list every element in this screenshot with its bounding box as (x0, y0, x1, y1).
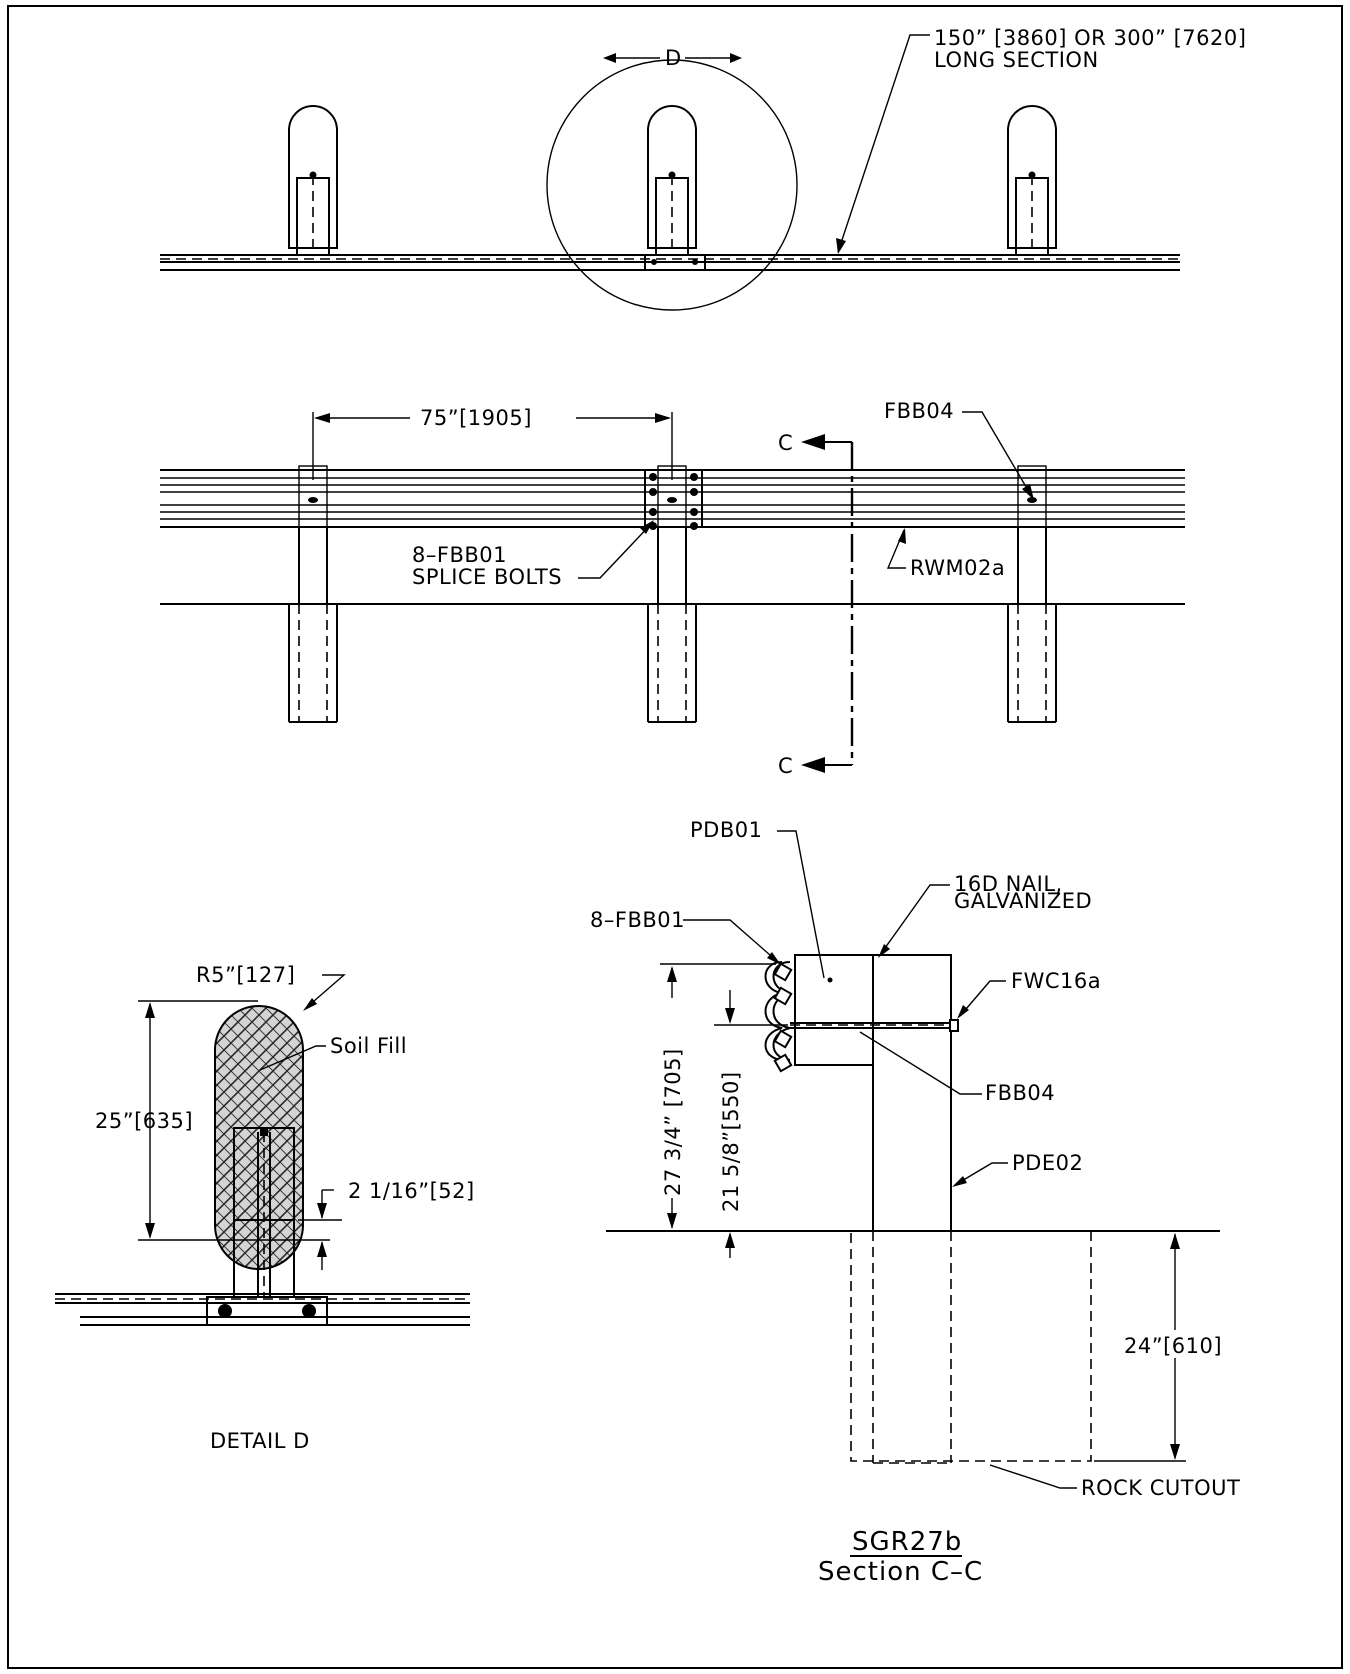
detail-d: 25”[635] R5”[127] Soil Fill 2 1/16”[52] … (55, 963, 475, 1453)
elevation-post-left (288, 465, 338, 723)
plan-post-center (644, 105, 706, 271)
bolts-8fbb01-label: 8–FBB01 (590, 908, 685, 932)
long-section-label: 150” [3860] OR 300” [7620] (934, 26, 1246, 50)
rock-cutout-label: ROCK CUTOUT (1081, 1476, 1240, 1500)
section-cut-cc: C C (778, 431, 854, 778)
plan-post-left (288, 105, 338, 256)
detail-d-circle (546, 59, 798, 311)
plan-view: D 150” [3860] OR 300” [7620] LONG SECTIO… (160, 26, 1246, 311)
detail-height-dimension: 25”[635] (95, 1109, 193, 1133)
fbb04-callout: FBB04 (884, 399, 954, 423)
long-section-label-2: LONG SECTION (934, 48, 1099, 72)
section-subtitle: Section C–C (818, 1557, 983, 1587)
splice-bolts-label: 8–FBB01 (412, 543, 507, 567)
embed-depth-dimension: 24”[610] (1124, 1334, 1222, 1358)
pde02-label: PDE02 (1012, 1151, 1083, 1175)
blockout-pdb01 (794, 954, 874, 1066)
splice-bolts-label-2: SPLICE BOLTS (412, 565, 562, 589)
section-cut-label-top: C (778, 431, 793, 455)
sheet-border (7, 5, 1343, 1669)
detail-marker-label: D (665, 46, 682, 70)
rail-label: RWM02a (910, 556, 1005, 580)
nail-label-2: GALVANIZED (954, 889, 1092, 913)
rail-height-dimension: 27 3/4” [705] (661, 1048, 685, 1196)
w-beam-profile (764, 961, 783, 1061)
detail-d-caption: DETAIL D (210, 1429, 310, 1453)
section-bolt-heads (773, 962, 793, 1073)
nail-label: 16D NAIL, (954, 872, 1063, 896)
pdb01-label: PDB01 (690, 818, 762, 842)
section-cut-label-bottom: C (778, 754, 793, 778)
soil-fill-label: Soil Fill (330, 1034, 407, 1058)
bolt-height-dimension: 21 5/8”[550] (719, 1071, 743, 1212)
post-pde02 (872, 954, 952, 1232)
fwc16a-label: FWC16a (1011, 969, 1101, 993)
fbb04-label: FBB04 (985, 1081, 1055, 1105)
elevation-post-right (1007, 465, 1057, 723)
spacing-dimension: 75”[1905] (420, 406, 532, 430)
elevation-view: 75”[1905] (160, 399, 1185, 778)
section-title: SGR27b (852, 1527, 962, 1557)
detail-radius-label: R5”[127] (196, 963, 295, 987)
rock-cutout (850, 1230, 1092, 1462)
detail-offset-dimension: 2 1/16”[52] (348, 1179, 475, 1203)
section-cc: 27 3/4” [705] 21 5/8”[550] 24”[610] PDB0… (590, 818, 1240, 1587)
plan-post-right (1007, 105, 1057, 256)
